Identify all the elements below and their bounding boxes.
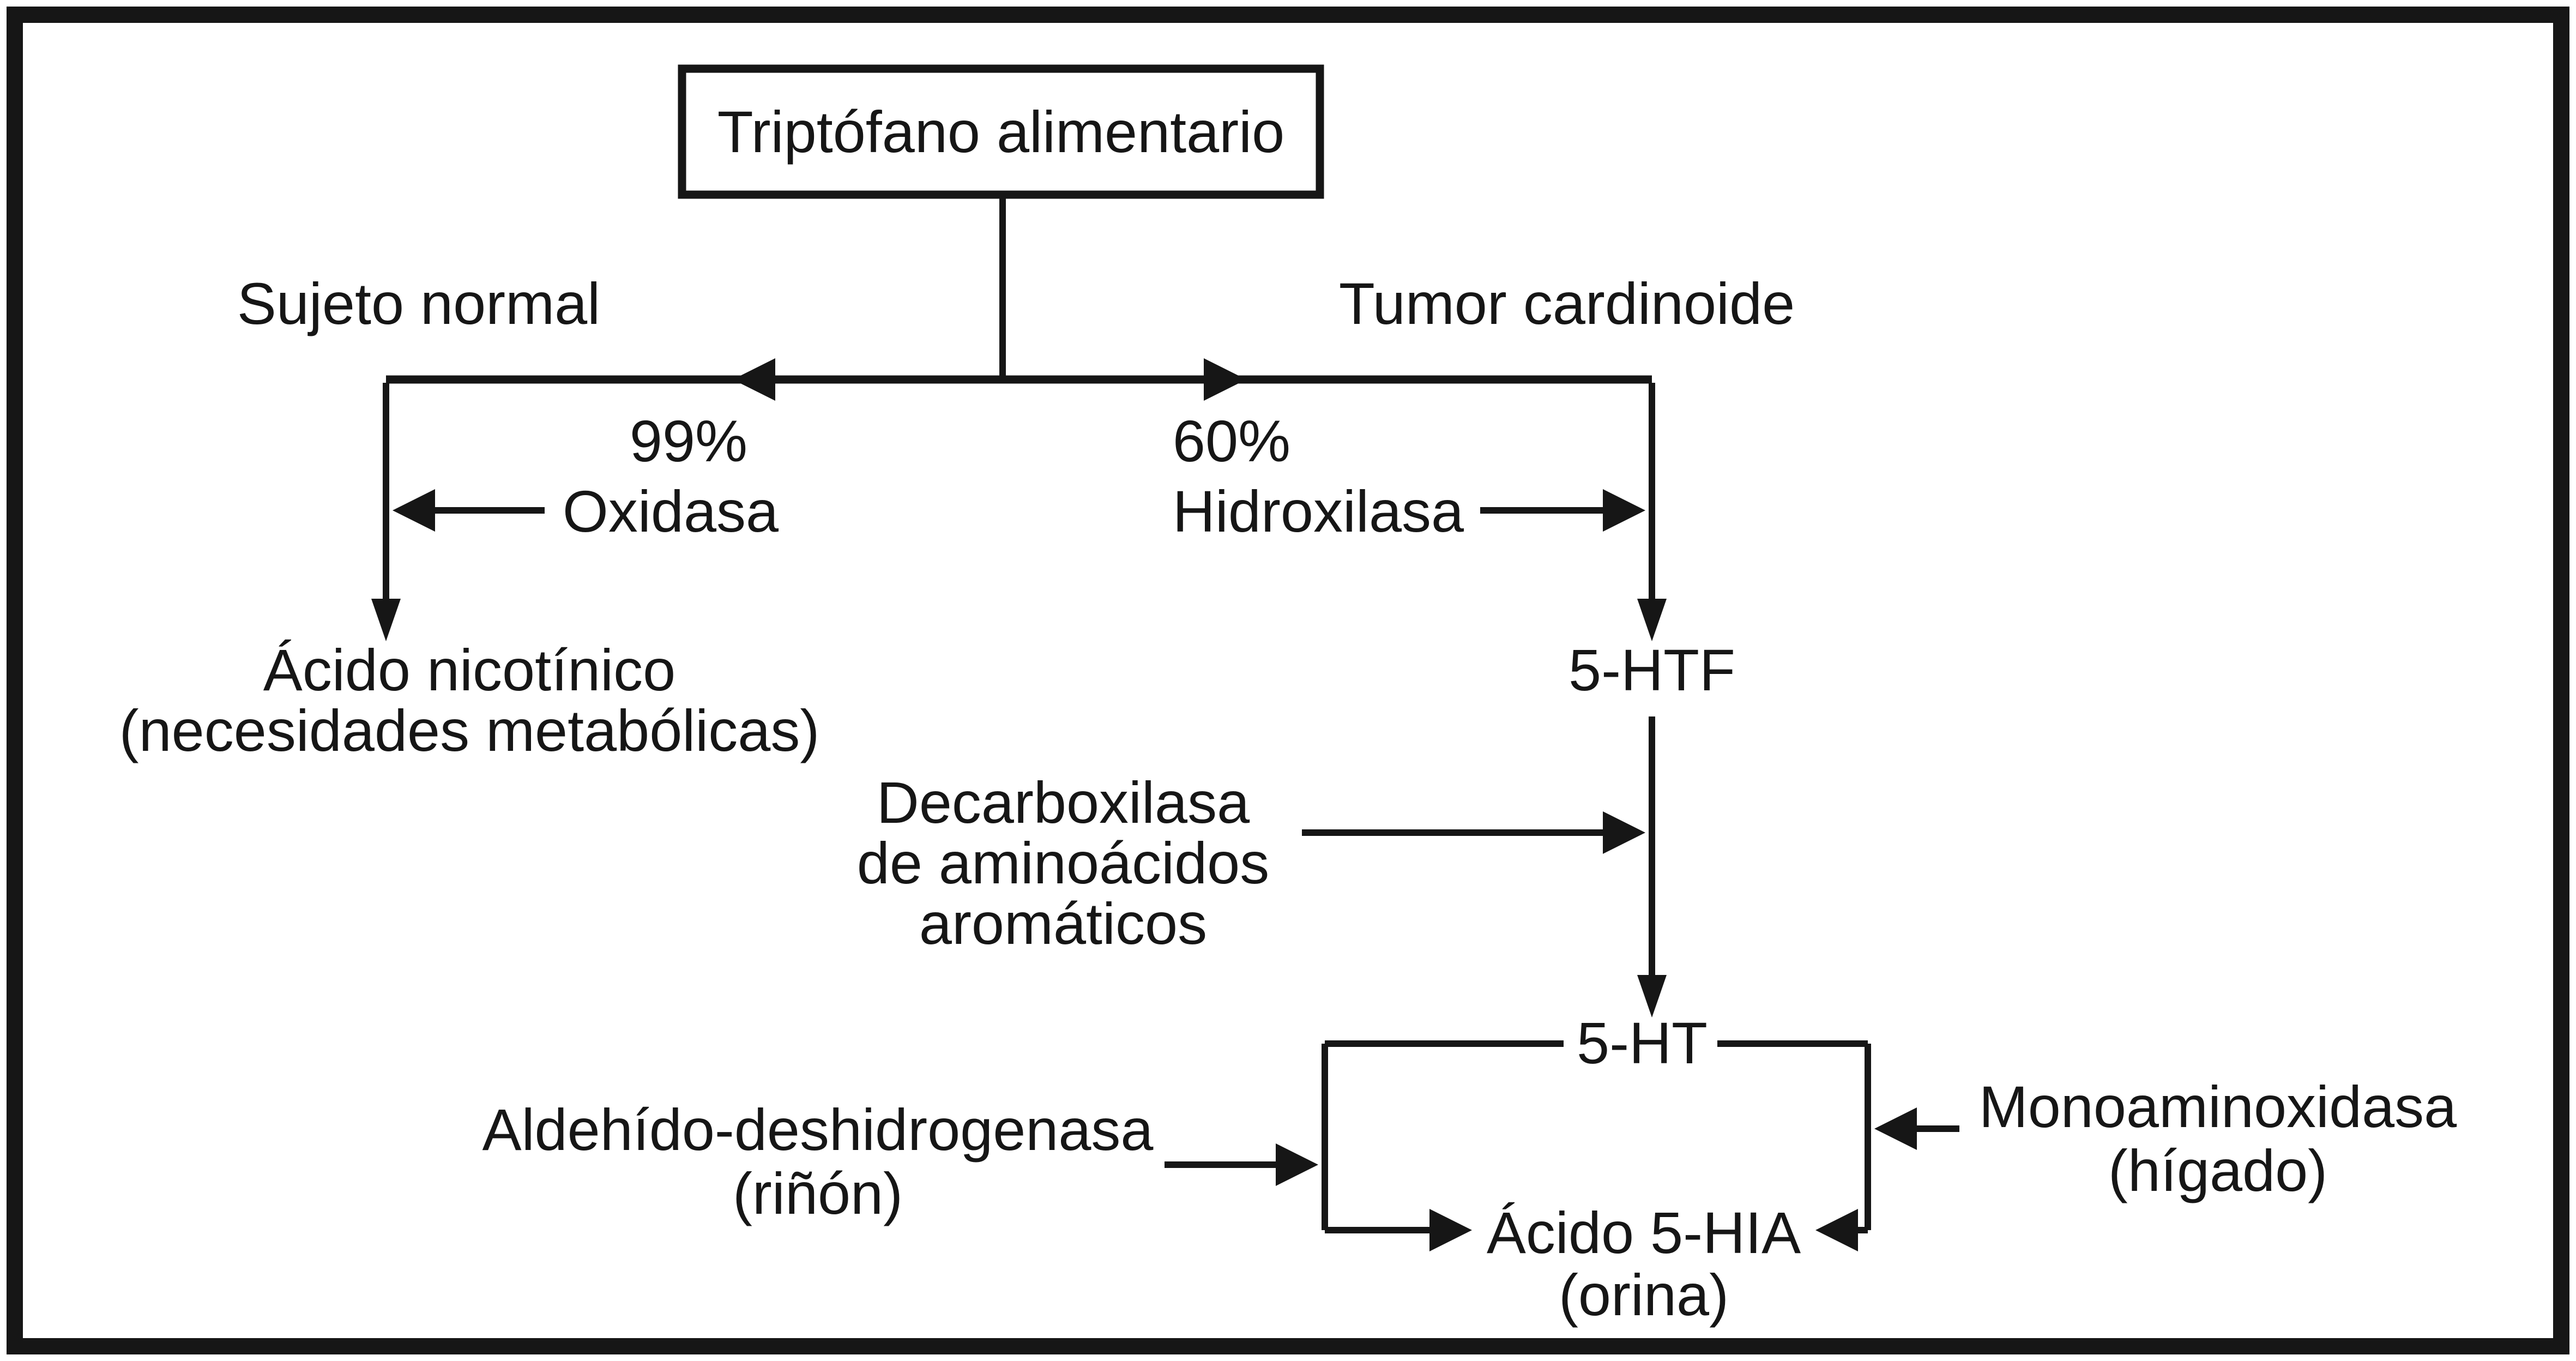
oxidase-label: Oxidasa: [563, 478, 779, 544]
mao-arrowhead-icon: [1874, 1107, 1917, 1150]
right-branch-header: Tumor cardinoide: [1339, 270, 1795, 336]
aldehyde-dehydrogenase-label: Aldehído-deshidrogenasa: [482, 1097, 1154, 1163]
decarboxylase-label-line2: de aminoácidos: [857, 830, 1269, 896]
decarboxylase-arrowhead-icon: [1603, 811, 1645, 854]
decarboxylase-label-line3: aromáticos: [919, 890, 1207, 956]
aldehyde-arrowhead-icon: [1276, 1143, 1318, 1186]
htf-label: 5-HTF: [1568, 637, 1735, 703]
left-branch-header: Sujeto normal: [237, 270, 600, 336]
hia-sublabel: (orina): [1559, 1262, 1729, 1328]
nicotinic-acid-label: Ácido nicotínico: [263, 637, 675, 703]
hydroxylase-label: Hidroxilasa: [1173, 478, 1464, 544]
hia-left-arrowhead-icon: [1429, 1209, 1472, 1251]
hia-right-arrowhead-icon: [1815, 1209, 1858, 1251]
branch-right-arrowhead-icon: [1204, 358, 1246, 401]
left-percent-label: 99%: [630, 408, 747, 474]
right-percent-label: 60%: [1173, 408, 1290, 474]
hydroxylase-arrowhead-icon: [1603, 489, 1645, 532]
hia-label: Ácido 5-HIA: [1487, 1200, 1801, 1266]
right-down-arrowhead-icon: [1637, 599, 1667, 641]
htf-to-ht-arrowhead-icon: [1637, 975, 1667, 1017]
branch-left-arrowhead-icon: [733, 358, 775, 401]
oxidase-arrowhead-icon: [393, 489, 435, 532]
monoamine-oxidase-sublabel: (hígado): [2108, 1137, 2327, 1203]
figure-border: [7, 7, 2569, 1354]
serotonin-label: 5-HT: [1577, 1010, 1708, 1076]
left-down-arrowhead-icon: [371, 599, 401, 641]
nicotinic-acid-sublabel: (necesidades metabólicas): [119, 697, 820, 763]
decarboxylase-label-line1: Decarboxilasa: [877, 769, 1250, 835]
tryptophan-box-label: Triptófano alimentario: [717, 99, 1285, 165]
aldehyde-dehydrogenase-sublabel: (riñón): [733, 1160, 903, 1226]
monoamine-oxidase-label: Monoaminoxidasa: [1979, 1074, 2457, 1140]
